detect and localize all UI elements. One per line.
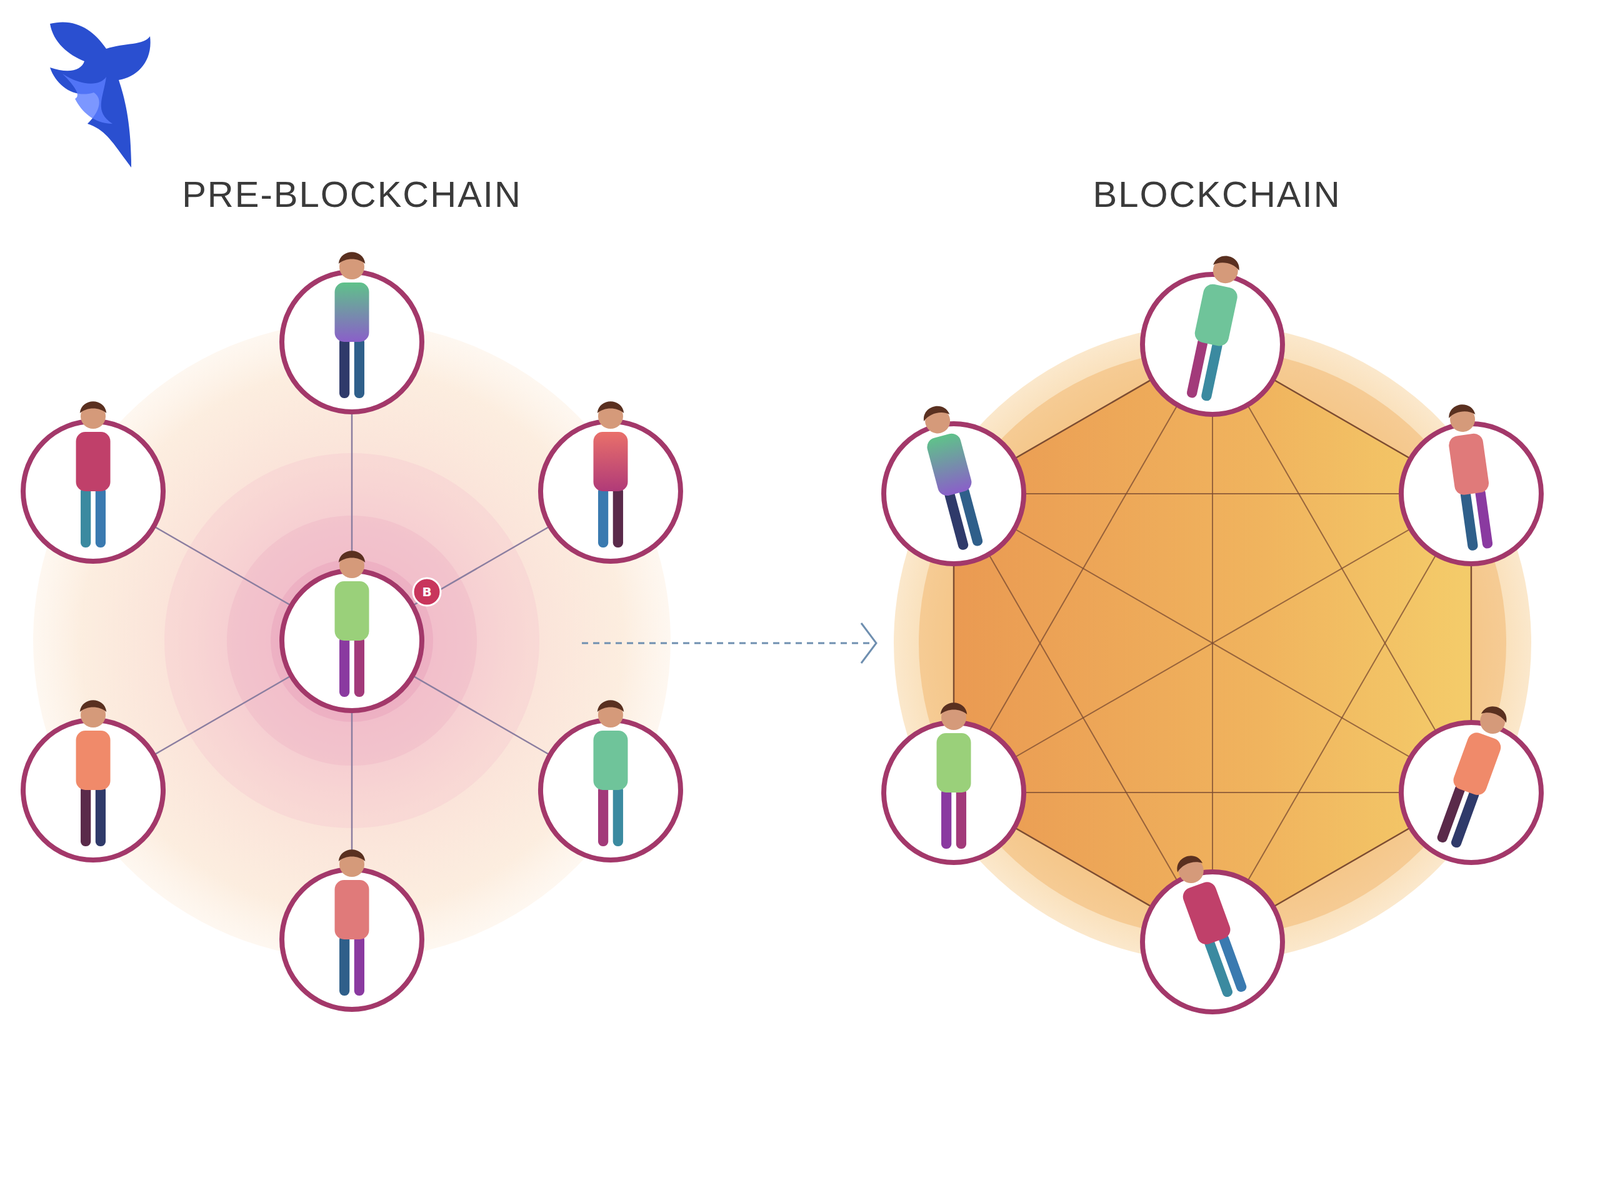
member-circle bbox=[1142, 871, 1283, 1012]
person bbox=[335, 849, 370, 996]
member-circle bbox=[883, 722, 1024, 863]
member-circle bbox=[1142, 274, 1283, 415]
member-circle bbox=[23, 720, 164, 860]
member-circle bbox=[281, 271, 422, 412]
person bbox=[1431, 701, 1514, 850]
section-heading: PRE-BLOCKCHAIN bbox=[181, 173, 522, 215]
member-circle bbox=[281, 869, 422, 1010]
member-circle bbox=[1401, 722, 1542, 863]
person bbox=[335, 251, 370, 399]
member-circle bbox=[540, 720, 681, 860]
peer-link bbox=[953, 791, 1472, 794]
glow-ring bbox=[270, 559, 434, 722]
person bbox=[916, 401, 989, 552]
peer-link bbox=[953, 493, 1472, 793]
coin-symbol: B bbox=[421, 584, 432, 600]
transition-arrowhead bbox=[861, 623, 877, 664]
glow bbox=[893, 324, 1532, 962]
peer-link bbox=[953, 493, 1472, 793]
network-hexagon bbox=[953, 344, 1472, 942]
person bbox=[1181, 252, 1245, 403]
person bbox=[1443, 402, 1499, 552]
person bbox=[593, 700, 628, 847]
logo bbox=[50, 21, 151, 168]
peer-link bbox=[953, 493, 1213, 942]
person bbox=[593, 401, 628, 548]
bitcoin-coin bbox=[413, 578, 441, 606]
person bbox=[76, 401, 111, 548]
section-heading: BLOCKCHAIN bbox=[1092, 173, 1341, 215]
person bbox=[936, 702, 972, 849]
member-circle bbox=[883, 423, 1024, 564]
person bbox=[1170, 850, 1253, 1000]
member-circle bbox=[281, 570, 422, 711]
person bbox=[335, 550, 370, 697]
member-circle bbox=[540, 421, 681, 562]
person bbox=[76, 700, 111, 847]
transition-arrow bbox=[581, 642, 873, 645]
member-circle bbox=[1401, 423, 1542, 564]
glow bbox=[33, 321, 671, 960]
member-circle bbox=[23, 421, 164, 562]
peer-link bbox=[953, 493, 1472, 495]
